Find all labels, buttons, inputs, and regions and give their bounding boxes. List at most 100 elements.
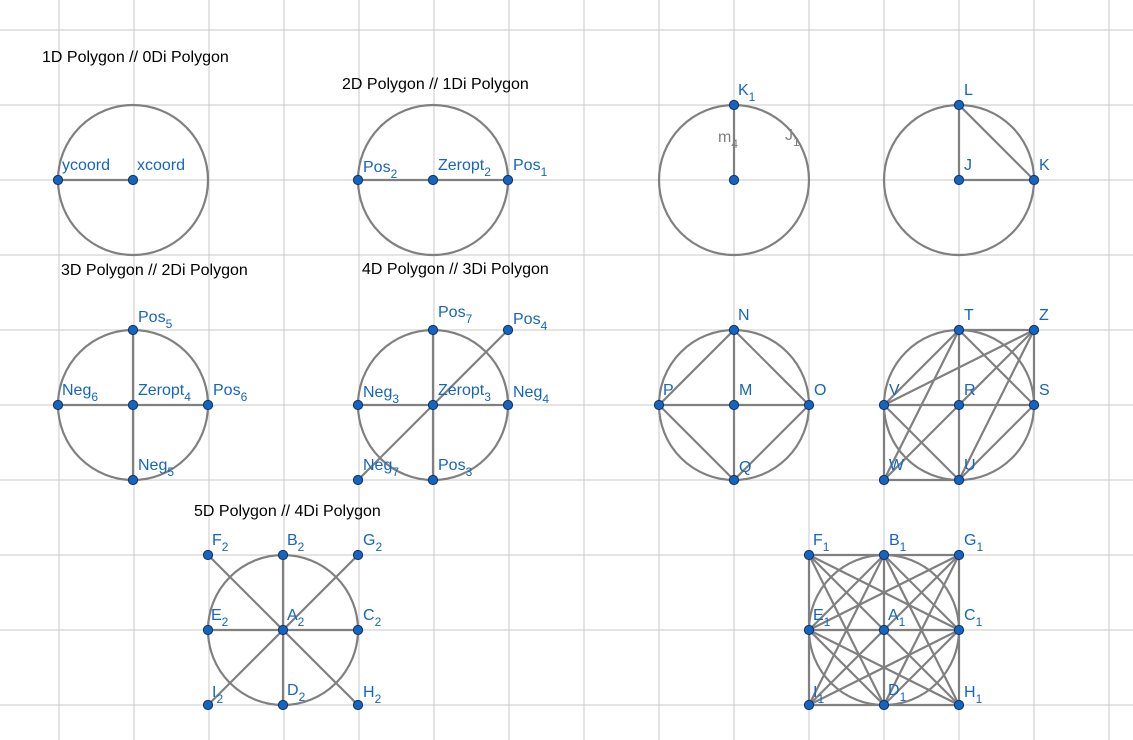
point-d4-r[interactable] bbox=[1028, 174, 1040, 186]
caption-1d-polygon: 1D Polygon // 0Di Polygon bbox=[42, 49, 229, 66]
point-d10-br[interactable] bbox=[953, 699, 965, 711]
point-d10-tr[interactable] bbox=[953, 549, 965, 561]
point-d7-b[interactable] bbox=[728, 474, 740, 486]
point-label-d1-c: xcoord bbox=[137, 157, 185, 174]
segment-d8-tr-b[interactable] bbox=[957, 328, 1036, 482]
segment-d10-t-r[interactable] bbox=[882, 553, 961, 632]
point-d4-c[interactable] bbox=[953, 174, 965, 186]
point-d9-r[interactable] bbox=[352, 624, 364, 636]
point-label-d1-c-text: xcoord bbox=[137, 157, 185, 174]
point-d2-c[interactable] bbox=[427, 174, 439, 186]
point-d7-r[interactable] bbox=[803, 399, 815, 411]
point-d9-t[interactable] bbox=[277, 549, 289, 561]
point-d5-l[interactable] bbox=[52, 399, 64, 411]
point-d5-t[interactable] bbox=[127, 324, 139, 336]
point-d1-c[interactable] bbox=[127, 174, 139, 186]
point-label-d5-t-text: Pos bbox=[138, 309, 166, 326]
point-label-d8-tr-text: Z bbox=[1039, 307, 1049, 324]
segment-d10-bl-t[interactable] bbox=[807, 553, 886, 707]
point-label-d9-t-text: B bbox=[287, 532, 298, 549]
point-d9-c[interactable] bbox=[277, 624, 289, 636]
point-d8-b[interactable] bbox=[953, 474, 965, 486]
point-d6-b[interactable] bbox=[427, 474, 439, 486]
point-d10-b[interactable] bbox=[878, 699, 890, 711]
point-d3-t[interactable] bbox=[728, 99, 740, 111]
segment-d8-tr-l[interactable] bbox=[882, 328, 1036, 407]
point-d10-l[interactable] bbox=[803, 624, 815, 636]
point-label-d8-bl: W bbox=[889, 457, 905, 474]
segment-d10-tr-l[interactable] bbox=[807, 553, 961, 632]
point-label-d10-r: C1 bbox=[964, 607, 983, 629]
object-label-d3-seg-subscript: 4 bbox=[731, 137, 738, 151]
object-label-d3-arc-subscript: 1 bbox=[793, 135, 800, 149]
point-d10-tl[interactable] bbox=[803, 549, 815, 561]
point-d5-r[interactable] bbox=[202, 399, 214, 411]
point-d2-r[interactable] bbox=[502, 174, 514, 186]
point-d2-l[interactable] bbox=[352, 174, 364, 186]
point-d8-r[interactable] bbox=[1028, 399, 1040, 411]
point-d10-bl[interactable] bbox=[803, 699, 815, 711]
point-d8-l[interactable] bbox=[878, 399, 890, 411]
point-d10-t[interactable] bbox=[878, 549, 890, 561]
point-label-d9-tr: G2 bbox=[363, 532, 382, 554]
point-d10-c[interactable] bbox=[878, 624, 890, 636]
point-d6-tr[interactable] bbox=[502, 324, 514, 336]
point-d8-c[interactable] bbox=[953, 399, 965, 411]
segment-d10-br-l[interactable] bbox=[807, 628, 961, 707]
point-d7-l[interactable] bbox=[653, 399, 665, 411]
point-label-d7-r-text: O bbox=[814, 382, 826, 399]
point-d4-t[interactable] bbox=[953, 99, 965, 111]
segment-d4-t-r[interactable] bbox=[957, 103, 1036, 182]
point-d3-c[interactable] bbox=[728, 174, 740, 186]
point-label-d6-c-text: Zeropt bbox=[438, 382, 485, 399]
point-label-d9-c-subscript: 2 bbox=[298, 615, 305, 629]
object-label-d3-arc: J1 bbox=[785, 127, 800, 149]
point-label-d10-r-subscript: 1 bbox=[976, 615, 983, 629]
point-d9-l[interactable] bbox=[202, 624, 214, 636]
point-label-d2-c: Zeropt2 bbox=[438, 157, 491, 179]
point-d7-c[interactable] bbox=[728, 399, 740, 411]
point-d8-tr[interactable] bbox=[1028, 324, 1040, 336]
point-d7-t[interactable] bbox=[728, 324, 740, 336]
segment-d7-b-r[interactable] bbox=[732, 403, 811, 482]
point-d5-c[interactable] bbox=[127, 399, 139, 411]
segment-d10-b-l[interactable] bbox=[807, 628, 886, 707]
segment-d8-t-bl[interactable] bbox=[882, 328, 961, 482]
point-d9-b[interactable] bbox=[277, 699, 289, 711]
point-d6-bl[interactable] bbox=[352, 474, 364, 486]
point-d9-bl[interactable] bbox=[202, 699, 214, 711]
point-label-d6-bl-text: Neg bbox=[363, 457, 392, 474]
point-d5-b[interactable] bbox=[127, 474, 139, 486]
point-d6-r[interactable] bbox=[502, 399, 514, 411]
segment-d10-b-r[interactable] bbox=[882, 628, 961, 707]
point-label-d9-tl-text: F bbox=[212, 532, 222, 549]
segment-d8-b-r[interactable] bbox=[957, 403, 1036, 482]
point-label-d6-r-subscript: 4 bbox=[542, 392, 549, 406]
segment-d7-b-l[interactable] bbox=[657, 403, 736, 482]
segment-d10-t-l[interactable] bbox=[807, 553, 886, 632]
point-label-d7-t-text: N bbox=[738, 307, 750, 324]
point-label-d8-c-text: R bbox=[964, 382, 976, 399]
point-label-d9-l-subscript: 2 bbox=[222, 615, 229, 629]
point-d6-c[interactable] bbox=[427, 399, 439, 411]
point-d1-l[interactable] bbox=[52, 174, 64, 186]
point-d9-br[interactable] bbox=[352, 699, 364, 711]
point-d9-tr[interactable] bbox=[352, 549, 364, 561]
point-label-d6-l: Neg3 bbox=[363, 384, 399, 406]
point-label-d7-r: O bbox=[814, 382, 826, 399]
point-d9-tl[interactable] bbox=[202, 549, 214, 561]
point-label-d9-bl: I2 bbox=[212, 684, 223, 706]
point-d8-t[interactable] bbox=[953, 324, 965, 336]
point-d6-l[interactable] bbox=[352, 399, 364, 411]
segment-d10-br-t[interactable] bbox=[882, 553, 961, 707]
point-d6-t[interactable] bbox=[427, 324, 439, 336]
point-d10-r[interactable] bbox=[953, 624, 965, 636]
segment-d7-t-l[interactable] bbox=[657, 328, 736, 407]
segment-d8-t-l[interactable] bbox=[882, 328, 961, 407]
segment-d7-t-r[interactable] bbox=[732, 328, 811, 407]
point-label-d10-bl: I1 bbox=[813, 684, 824, 706]
point-d8-bl[interactable] bbox=[878, 474, 890, 486]
point-label-d6-l-subscript: 3 bbox=[392, 392, 399, 406]
